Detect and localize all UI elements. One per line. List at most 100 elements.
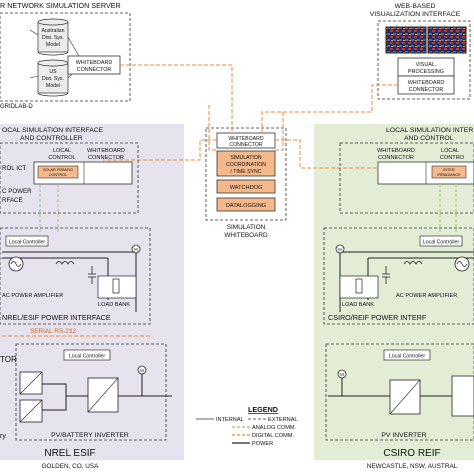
nrel-power-box	[0, 227, 151, 325]
csiro-inverter-controller	[383, 349, 431, 361]
csiro-inductor-icon	[403, 261, 423, 265]
svg-text:M: M	[140, 368, 144, 373]
svg-text:WHITEBOARD: WHITEBOARD	[76, 60, 113, 66]
solar-firming-box	[37, 165, 79, 179]
nrel-local-control-2: CONTROL	[48, 155, 75, 161]
svg-text:DIGITAL COMM.: DIGITAL COMM.	[252, 433, 294, 439]
nrel-wb-conn-2: CONNECTOR	[88, 155, 124, 161]
csiro-local-controller	[419, 235, 463, 247]
nrel-wb-conn-1: WHITEBOARD	[87, 148, 125, 154]
csiro-wb-conn-1: WHITEBOARD	[377, 148, 415, 154]
nrel-inverter-controller	[63, 349, 111, 361]
nrel-inverter-box	[15, 343, 167, 441]
csiro-power-interface-label: CSIRO/REIF POWER INTERF	[328, 313, 427, 322]
nrel-power-bus	[2, 251, 137, 312]
server-title: R NETWORK SIMULATION SERVER	[0, 1, 121, 10]
nrel-inverter-meter	[137, 365, 147, 375]
svg-text:CONNECTOR: CONNECTOR	[409, 87, 444, 93]
svg-text:ANALOG COMM.: ANALOG COMM.	[252, 425, 297, 431]
csiro-site-label: CSIRO REIF	[383, 448, 440, 459]
resistor-icon	[112, 278, 120, 294]
svg-text:M: M	[134, 247, 138, 252]
nrel-bottom-left: ry	[0, 433, 6, 440]
nrel-local-control-1: LOCAL	[53, 148, 71, 154]
csiro-location-label: NEWCASTLE, NSW, AUSTRAL	[367, 463, 458, 470]
csiro-lsi-title-1: LOCAL SIMULATION INTER	[386, 127, 473, 134]
svg-text:COORDINATION: COORDINATION	[226, 162, 266, 168]
capacitor-icon	[88, 266, 96, 284]
csiro-meter	[335, 244, 345, 254]
csiro-load-bank-label: LOAD BANK	[342, 302, 374, 308]
legend: LEGEND INTERNAL EXTERNAL ANALOG COMM. DI…	[196, 405, 298, 447]
nrel-local-controller	[5, 235, 49, 247]
svg-text:Australian: Australian	[41, 28, 64, 34]
csiro-power-box	[323, 227, 474, 325]
monitor-icon	[385, 26, 467, 54]
svg-text:WHITEBOARD: WHITEBOARD	[408, 80, 445, 86]
web-box	[377, 20, 471, 100]
whiteboard-label-2: WHITEBOARD	[224, 232, 268, 239]
nrel-load-bank-label: LOAD BANK	[98, 302, 130, 308]
svg-text:Local Controller: Local Controller	[389, 354, 426, 360]
svg-text:Local Controller: Local Controller	[423, 240, 460, 246]
svg-text:INTER: INTER	[443, 168, 455, 172]
svg-text:Model: Model	[46, 42, 60, 48]
nrel-serial-label: SERIAL RS-232	[30, 328, 76, 335]
csiro-ac-source-icon	[454, 256, 470, 272]
svg-text:IRRADIANCE: IRRADIANCE	[437, 173, 461, 177]
csiro-pv-panel-icon	[451, 375, 474, 417]
svg-text:INTERNAL: INTERNAL	[216, 417, 244, 423]
model-au-cylinder: Australian Dist. Sys. Model	[37, 18, 69, 56]
nrel-location-label: GOLDEN, CO, USA	[42, 463, 100, 470]
svg-text:VISUAL.: VISUAL.	[416, 62, 437, 68]
svg-text:CONNECTOR: CONNECTOR	[77, 67, 112, 73]
server-box	[0, 12, 131, 102]
csiro-inverter-bus	[328, 378, 452, 397]
nrel-meter	[131, 244, 141, 254]
gridlab-label: GRIDLAB-D	[0, 104, 33, 110]
csiro-local-control-2: CONTRO	[440, 155, 465, 161]
csiro-analog-links	[439, 184, 457, 232]
whiteboard-box	[205, 127, 287, 221]
csiro-lsi-box	[339, 142, 474, 214]
whiteboard-label-1: SIMULATION	[227, 224, 266, 231]
nrel-lsi-box	[0, 142, 139, 214]
svg-text:WHITEBOARD: WHITEBOARD	[228, 136, 263, 142]
nrel-inverter-bus	[42, 372, 172, 411]
svg-text:Local Controller: Local Controller	[69, 354, 106, 360]
svg-text:Model: Model	[46, 83, 60, 89]
svg-text:WATCHDOG: WATCHDOG	[230, 185, 263, 191]
nrel-power-side-2: RFACE	[2, 197, 23, 204]
csiro-wb-conn-2: CONNECTOR	[378, 155, 414, 161]
inter-irradiance-box	[431, 165, 467, 179]
csiro-capacitor-icon	[382, 266, 390, 284]
svg-text:SIMULATION: SIMULATION	[230, 155, 262, 161]
csiro-resistor-icon	[355, 278, 363, 294]
nrel-power-side-1: C POWER	[2, 188, 32, 195]
nrel-lsi-title-1: OCAL SIMULATION INTERFACE	[2, 127, 104, 134]
simulation-coordination-box	[216, 150, 276, 177]
svg-text:CONNECTOR: CONNECTOR	[229, 142, 263, 148]
svg-text:SOLAR FIRMING: SOLAR FIRMING	[43, 168, 73, 172]
svg-text:Local Controller: Local Controller	[9, 240, 46, 246]
model-us-cylinder: US Dist. Sys. Model	[37, 59, 69, 97]
ac-source-icon	[8, 256, 24, 272]
watchdog-box	[216, 179, 276, 194]
svg-text:EXTERNAL: EXTERNAL	[268, 417, 298, 423]
nrel-analog-links	[39, 184, 59, 232]
csiro-ac-amp: AC POWER AMPLIFIER	[396, 293, 457, 299]
svg-text:Dist. Sys.: Dist. Sys.	[42, 35, 64, 41]
csiro-lsi-title-2: AND CONTROL	[404, 135, 454, 142]
web-title-1: WEB-BASED	[395, 3, 436, 10]
nrel-ac-amp: AC POWER AMPLIFIER	[2, 293, 63, 299]
svg-text:/ TIME SYNC: / TIME SYNC	[230, 169, 261, 175]
svg-text:US: US	[49, 69, 57, 75]
svg-text:M: M	[340, 372, 344, 377]
csiro-inverter-label: PV INVERTER	[381, 432, 426, 439]
svg-text:CONTROL: CONTROL	[49, 173, 68, 177]
csiro-local-control-1: LOCAL	[441, 148, 459, 154]
svg-text:POWER: POWER	[252, 441, 273, 447]
nrel-power-interface-label: NREL/ESIF POWER INTERFACE	[2, 313, 111, 322]
csiro-power-bus	[339, 251, 474, 312]
legend-title: LEGEND	[248, 405, 278, 414]
